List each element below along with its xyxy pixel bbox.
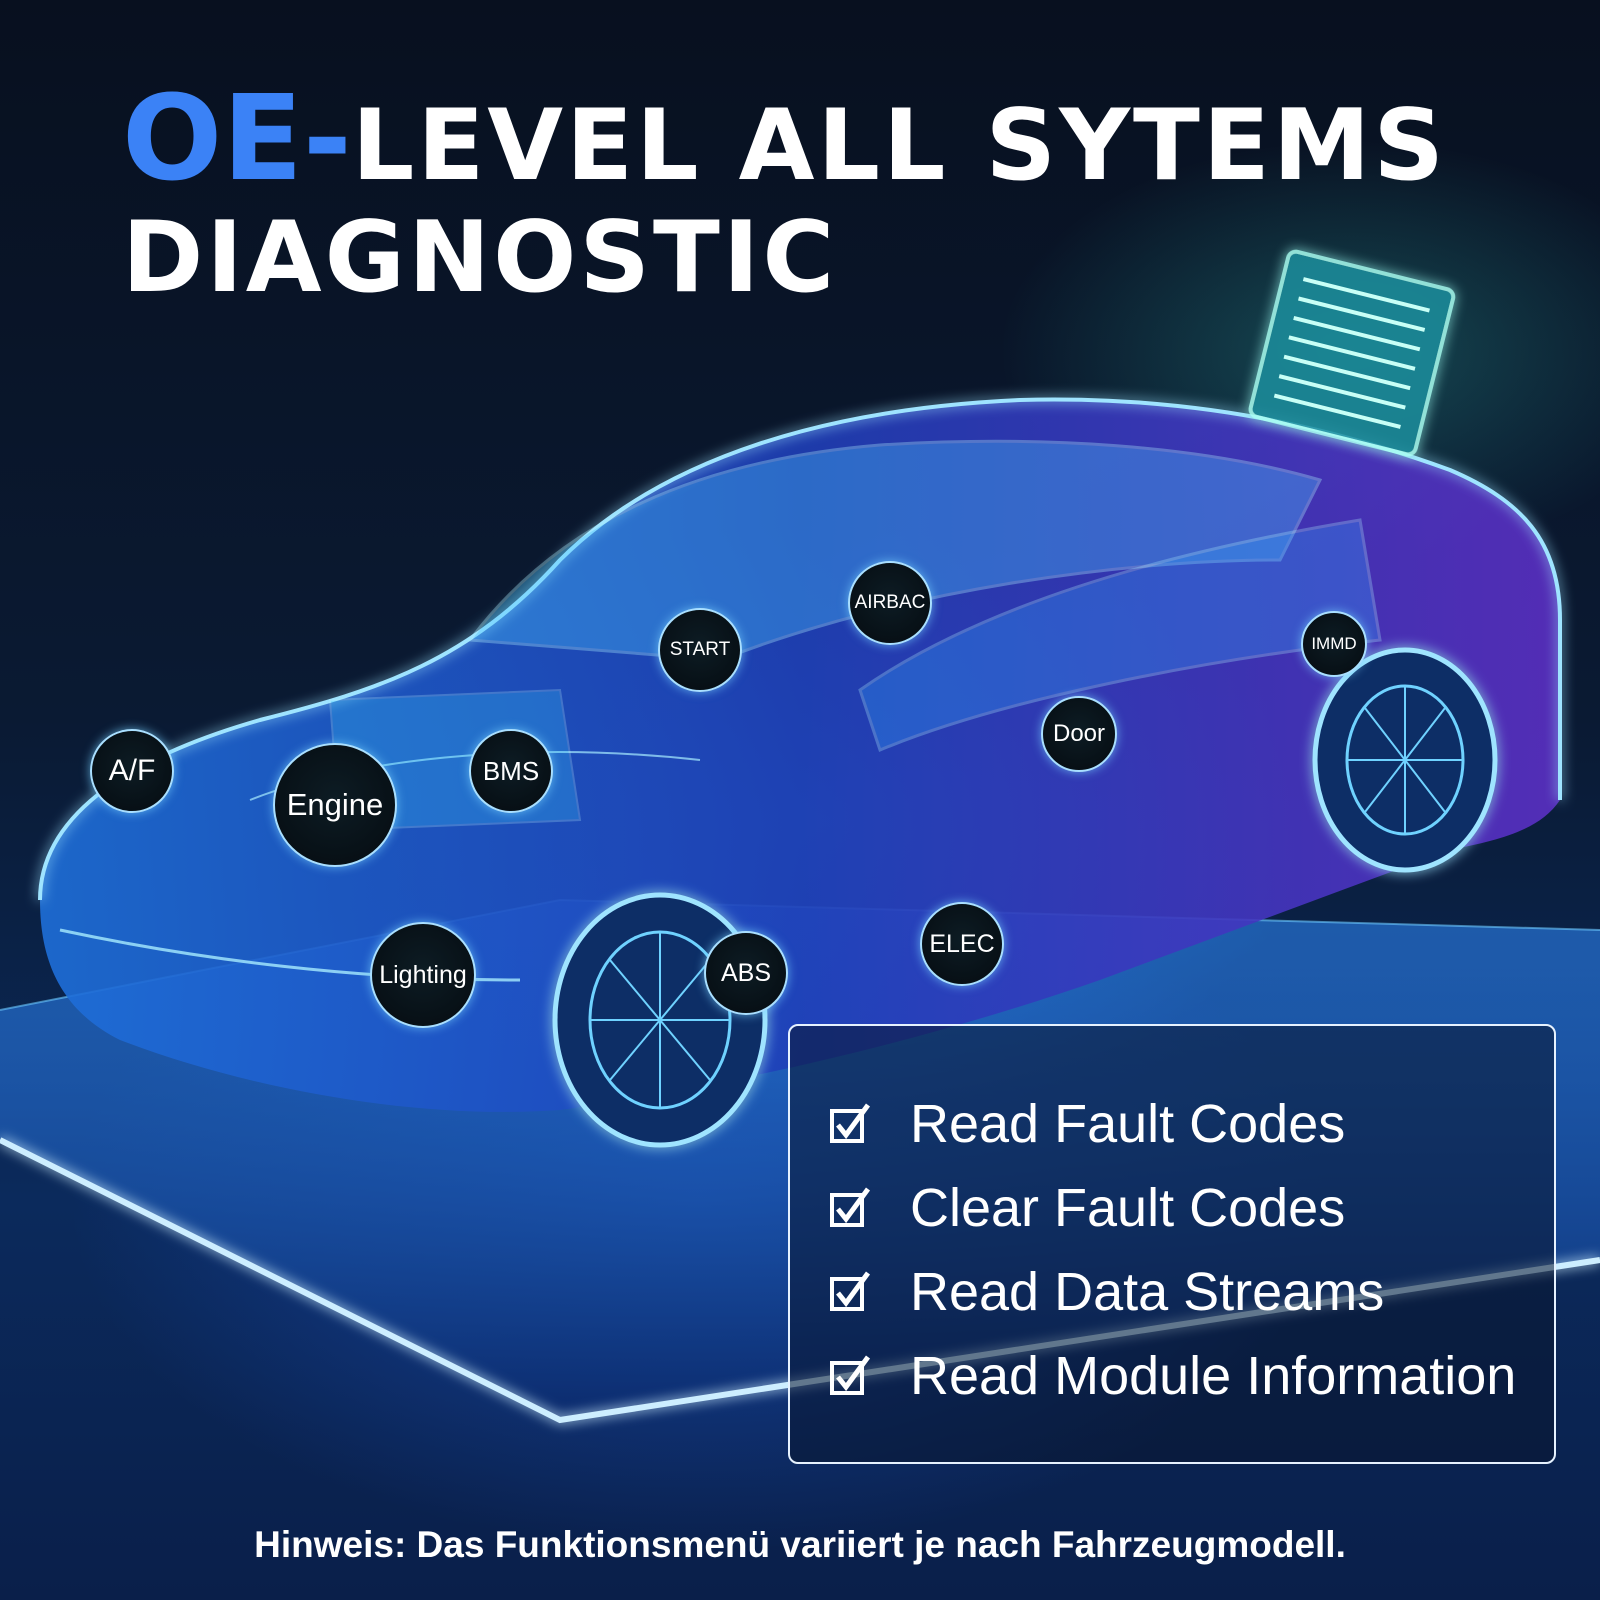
module-immd-label: IMMD <box>1311 634 1357 653</box>
module-bms-label: BMS <box>482 755 540 786</box>
module-start-label: START <box>669 639 731 660</box>
module-door[interactable]: Door <box>1041 696 1117 772</box>
module-start[interactable]: START <box>658 608 742 692</box>
page-title: OE-LEVEL ALL SYTEMS DIAGNOSTIC <box>122 79 1447 315</box>
module-airbag[interactable]: AIRBAC <box>848 561 932 645</box>
module-bms[interactable]: BMS <box>469 729 553 813</box>
checkbox-checked-icon <box>830 1355 871 1395</box>
module-door-label: Door <box>1052 720 1106 747</box>
rear-wheel <box>1312 647 1498 873</box>
feature-item: Read Module Information <box>830 1334 1554 1418</box>
feature-label: Clear Fault Codes <box>910 1178 1346 1238</box>
module-airbag-label: AIRBAC <box>854 592 926 613</box>
feature-item: Read Data Streams <box>830 1250 1554 1334</box>
module-lighting-label: Lighting <box>379 960 467 989</box>
checkbox-checked-icon <box>830 1187 871 1227</box>
checkbox-checked-icon <box>830 1271 871 1311</box>
module-engine-label: Engine <box>286 787 384 822</box>
title-accent: OE- <box>122 69 352 207</box>
module-engine[interactable]: Engine <box>273 743 397 867</box>
feature-item: Clear Fault Codes <box>830 1166 1554 1250</box>
module-elec[interactable]: ELEC <box>920 902 1004 986</box>
title-line-1-text: LEVEL ALL SYTEMS <box>351 89 1447 203</box>
feature-item: Read Fault Codes <box>830 1082 1554 1166</box>
feature-label: Read Fault Codes <box>910 1094 1346 1154</box>
module-immd[interactable]: IMMD <box>1301 611 1367 677</box>
module-af[interactable]: A/F <box>90 729 174 813</box>
feature-list-panel: Read Fault Codes Clear Fault Codes Read … <box>788 1024 1556 1464</box>
title-line-2: DIAGNOSTIC <box>122 201 838 315</box>
module-abs-label: ABS <box>720 958 772 987</box>
footnote: Hinweis: Das Funktionsmenü variiert je n… <box>254 1524 1346 1565</box>
diagnostic-scanner-icon <box>1248 249 1456 457</box>
module-lighting[interactable]: Lighting <box>370 922 476 1028</box>
module-elec-label: ELEC <box>929 929 995 958</box>
module-abs[interactable]: ABS <box>704 931 788 1015</box>
module-af-label: A/F <box>108 754 156 787</box>
feature-label: Read Data Streams <box>910 1262 1385 1322</box>
feature-label: Read Module Information <box>910 1346 1517 1406</box>
title-line-1: OE-LEVEL ALL SYTEMS <box>122 79 1447 203</box>
checkbox-checked-icon <box>830 1103 871 1143</box>
